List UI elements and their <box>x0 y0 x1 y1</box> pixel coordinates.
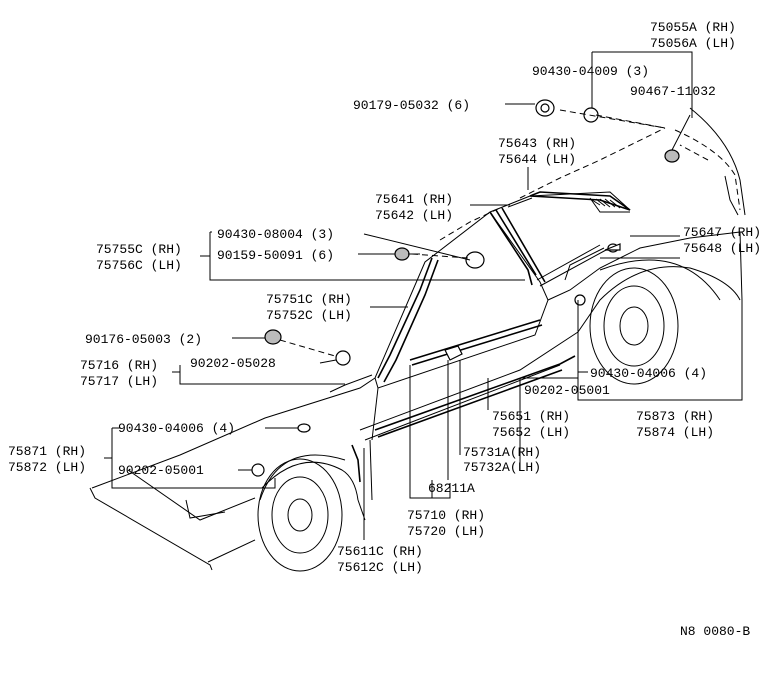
leader-lines <box>104 51 743 540</box>
label-75720: 75720 (LH) <box>407 524 485 539</box>
label-90176-05003: 90176-05003 (2) <box>85 332 202 347</box>
label-75716: 75716 (RH) <box>80 358 158 373</box>
label-75642: 75642 (LH) <box>375 208 453 223</box>
label-75717: 75717 (LH) <box>80 374 158 389</box>
label-75611c: 75611C (RH) <box>337 544 423 559</box>
label-90159-50091: 90159-50091 (6) <box>217 248 334 263</box>
part-labels: 75055A (RH) 75056A (LH) 90430-04009 (3) … <box>8 20 761 639</box>
roof-moulding-part <box>529 191 631 211</box>
label-75755c: 75755C (RH) <box>96 242 182 257</box>
label-75648: 75648 (LH) <box>683 241 761 256</box>
label-75651: 75651 (RH) <box>492 409 570 424</box>
parts <box>251 99 691 483</box>
label-75643: 75643 (RH) <box>498 136 576 151</box>
label-75641: 75641 (RH) <box>375 192 453 207</box>
label-75752c: 75752C (LH) <box>266 308 352 323</box>
label-75056a: 75056A (LH) <box>650 36 736 51</box>
label-75732a: 75732A(LH) <box>463 460 541 475</box>
label-75874: 75874 (LH) <box>636 425 714 440</box>
label-75652: 75652 (LH) <box>492 425 570 440</box>
label-75647: 75647 (RH) <box>683 225 761 240</box>
label-75873: 75873 (RH) <box>636 409 714 424</box>
label-90430-04006-right: 90430-04006 (4) <box>590 366 707 381</box>
car-body-outline <box>89 107 746 572</box>
label-75751c: 75751C (RH) <box>266 292 352 307</box>
label-68211a: 68211A <box>428 481 475 496</box>
label-90430-04009: 90430-04009 (3) <box>532 64 649 79</box>
side-protective-moulding-part <box>374 355 576 438</box>
label-90467-11032: 90467-11032 <box>630 84 716 99</box>
label-90202-05001-left: 90202-05001 <box>118 463 204 478</box>
label-75731a: 75731A(RH) <box>463 445 541 460</box>
label-90202-05028: 90202-05028 <box>190 356 276 371</box>
label-75644: 75644 (LH) <box>498 152 576 167</box>
clip-68211a-part <box>444 345 463 361</box>
label-75055a: 75055A (RH) <box>650 20 736 35</box>
label-75612c: 75612C (LH) <box>337 560 423 575</box>
label-90179-05032: 90179-05032 (6) <box>353 98 470 113</box>
windshield-moulding-part <box>377 257 439 383</box>
label-75710: 75710 (RH) <box>407 508 485 523</box>
label-90430-04006-left: 90430-04006 (4) <box>118 421 235 436</box>
label-75756c: 75756C (LH) <box>96 258 182 273</box>
label-90202-05001-right: 90202-05001 <box>524 383 610 398</box>
figure-reference: N8 0080-B <box>680 624 750 639</box>
label-75872: 75872 (LH) <box>8 460 86 475</box>
label-90430-08004: 90430-08004 (3) <box>217 227 334 242</box>
label-75871: 75871 (RH) <box>8 444 86 459</box>
window-frame-moulding-part <box>489 207 546 286</box>
